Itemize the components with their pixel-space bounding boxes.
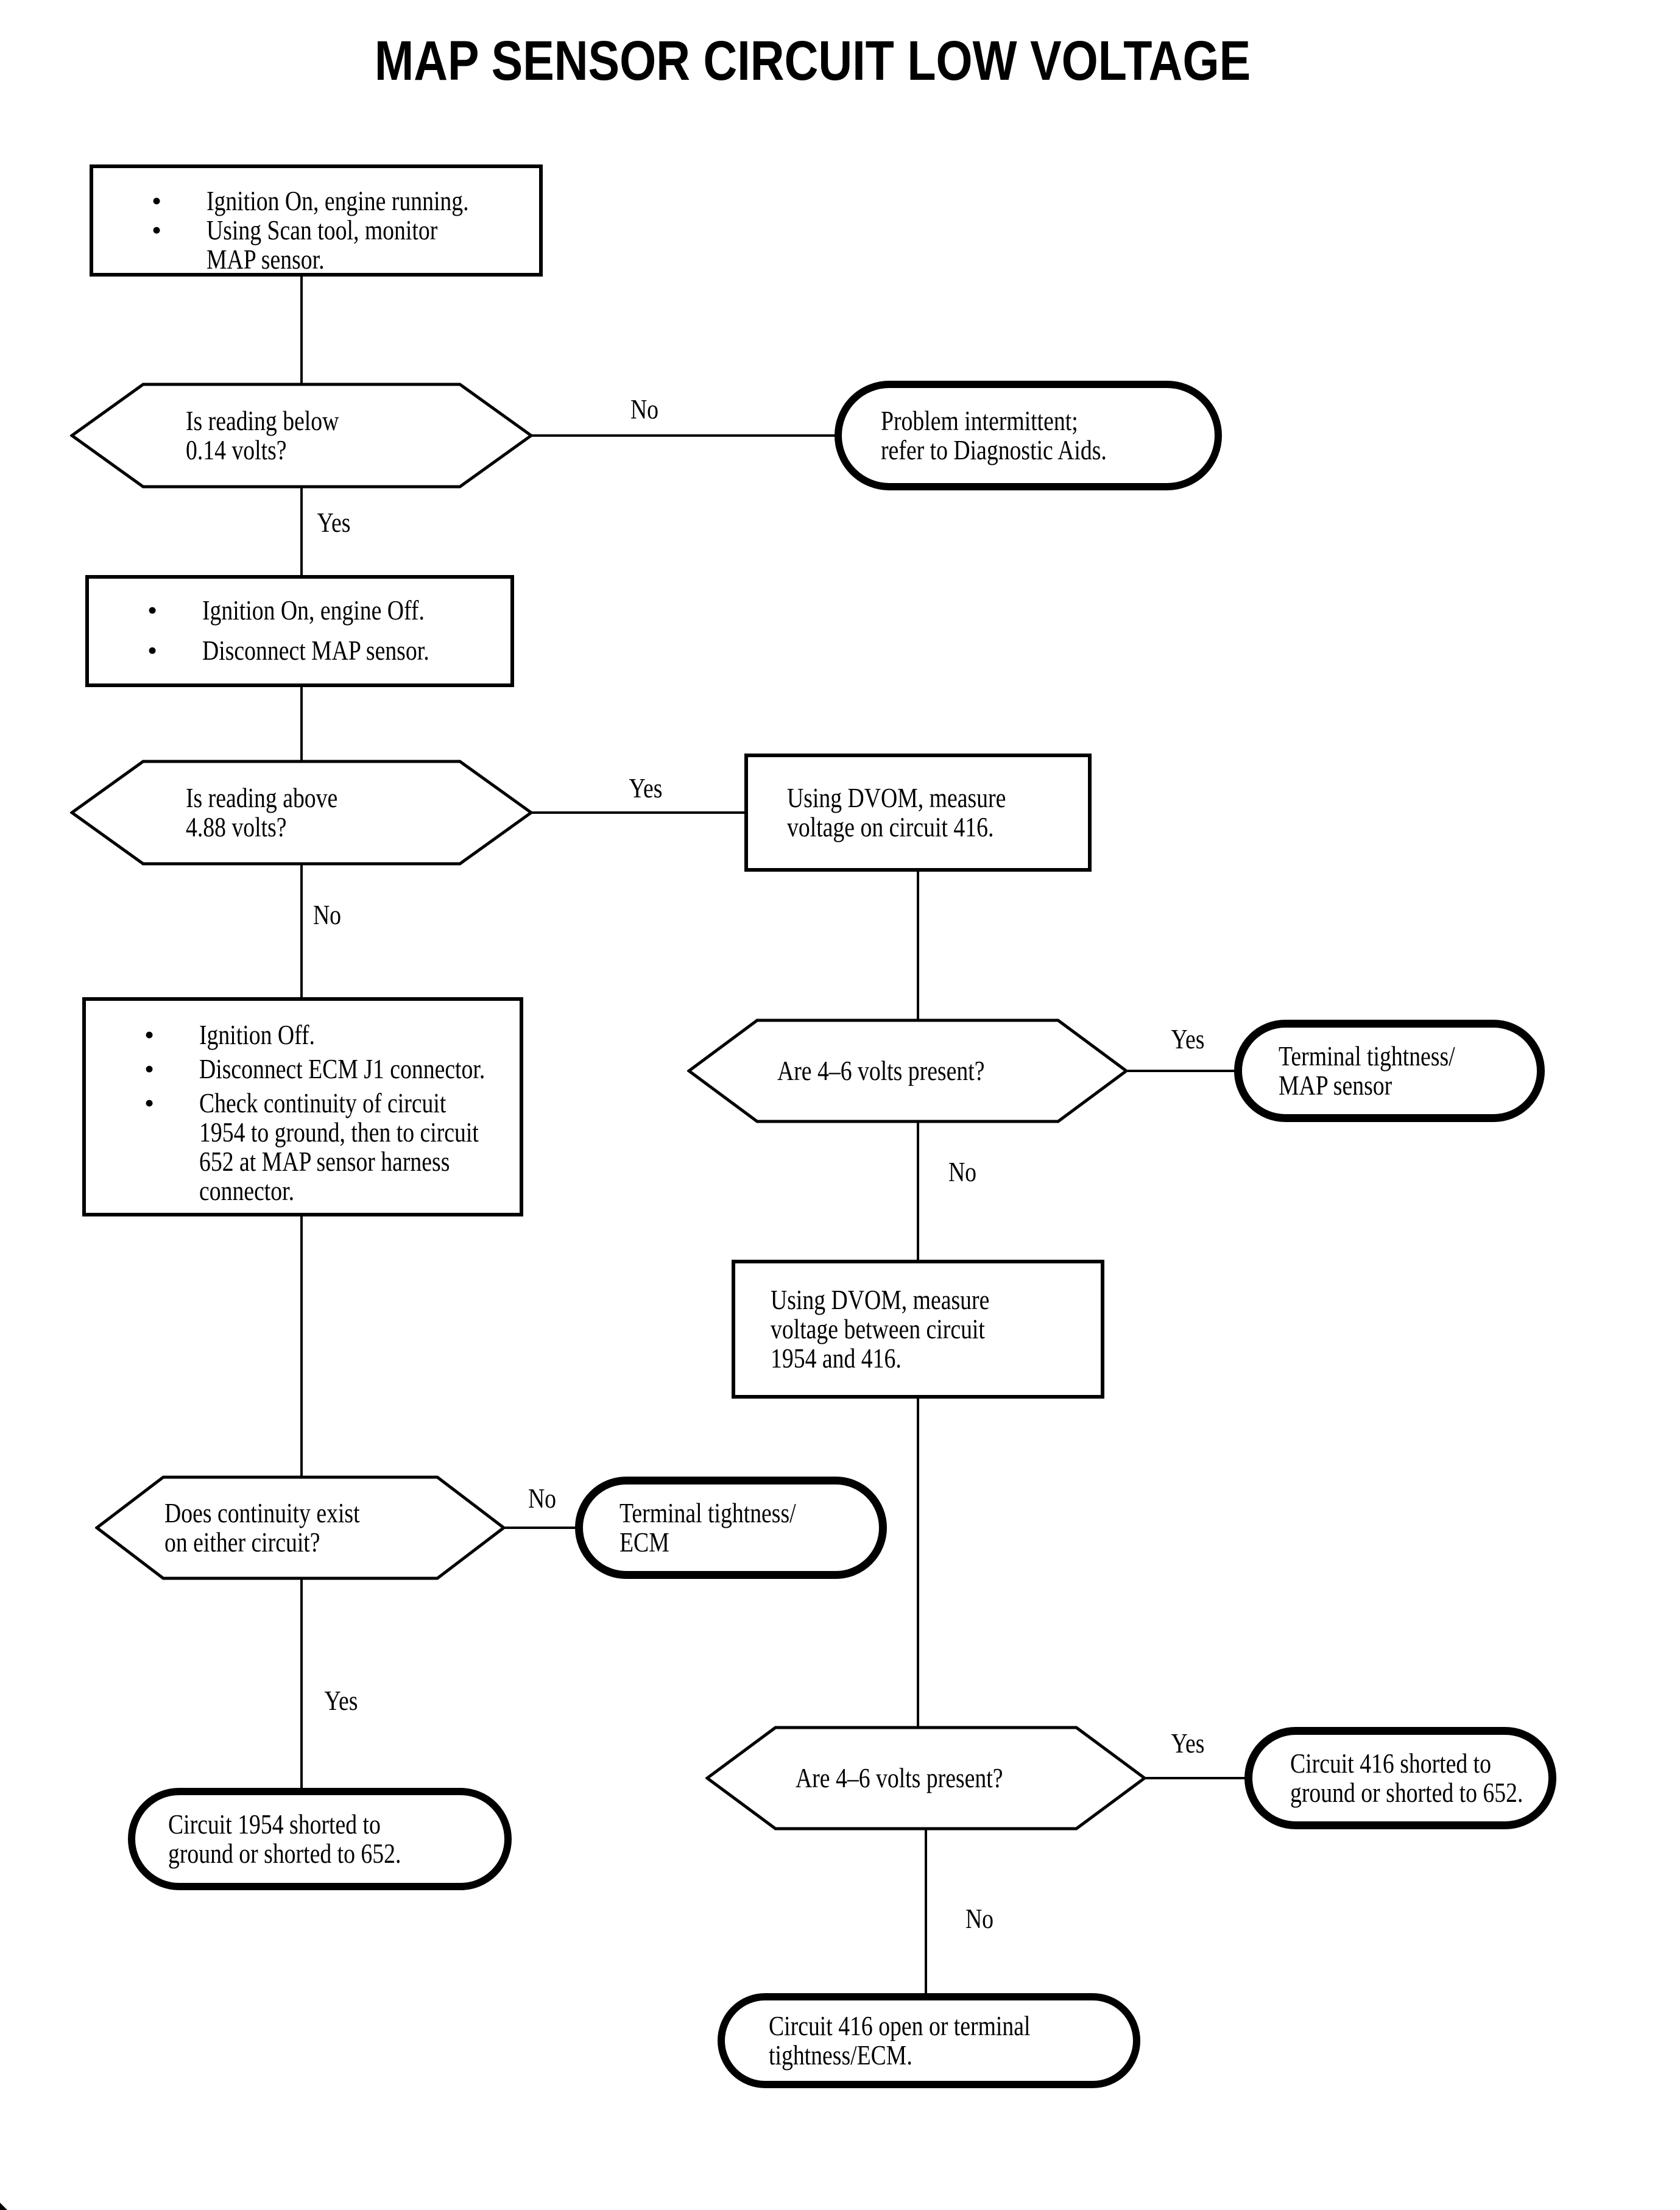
- hexagon-shape: [70, 383, 533, 489]
- text-line: Using Scan tool, monitor: [206, 214, 438, 245]
- hexagon-shape: [705, 1726, 1146, 1830]
- text-line: on either circuit?: [164, 1527, 320, 1558]
- text-line: Terminal tightness/: [619, 1497, 796, 1528]
- step-monitor-map-sensor: • Ignition On, engine running. • Using S…: [90, 164, 543, 277]
- edge-label-yes: Yes: [1171, 1728, 1205, 1759]
- text-line: MAP sensor: [1279, 1070, 1392, 1101]
- text-line: connector.: [199, 1175, 295, 1206]
- text-line: voltage between circuit: [771, 1313, 985, 1344]
- list-item: • Using Scan tool, monitor MAP sensor.: [152, 216, 533, 274]
- decision-reading-below-014: Is reading below 0.14 volts?: [70, 383, 533, 489]
- list-item: • Ignition On, engine running.: [152, 186, 533, 216]
- bullet-icon: •: [147, 595, 158, 626]
- bullet-icon: •: [144, 1019, 155, 1050]
- edge-label-no: No: [528, 1483, 557, 1514]
- edge-label-no: No: [948, 1156, 977, 1187]
- list-item: • Ignition Off.: [144, 1020, 514, 1050]
- text-line: voltage on circuit 416.: [787, 811, 994, 842]
- text-line: Is reading above: [186, 782, 338, 813]
- text-line: Terminal tightness/: [1279, 1040, 1455, 1071]
- text-line: Circuit 416 open or terminal: [769, 2010, 1031, 2041]
- text-line: MAP sensor.: [206, 244, 325, 275]
- text-line: Circuit 1954 shorted to: [168, 1809, 381, 1840]
- text-line: Disconnect ECM J1 connector.: [199, 1053, 485, 1084]
- text-line: ECM: [619, 1527, 669, 1558]
- text-line: Is reading below: [186, 405, 339, 436]
- step-measure-circuit-416: Using DVOM, measure voltage on circuit 4…: [744, 754, 1092, 872]
- text-line: 0.14 volts?: [186, 434, 287, 465]
- text-line: Using DVOM, measure: [787, 782, 1006, 813]
- edge-label-yes: Yes: [324, 1685, 358, 1716]
- edge-label-no: No: [312, 899, 342, 930]
- text-line: Are 4–6 volts present?: [796, 1762, 1003, 1793]
- text-line: 1954 to ground, then to circuit: [199, 1117, 479, 1148]
- page-title: MAP SENSOR CIRCUIT LOW VOLTAGE: [374, 30, 1251, 92]
- hexagon-shape: [687, 1019, 1128, 1123]
- terminal-circuit-416-shorted: Circuit 416 shorted to ground or shorted…: [1244, 1727, 1556, 1829]
- text-line: Does continuity exist: [164, 1497, 360, 1528]
- text-line: tightness/ECM.: [769, 2039, 912, 2071]
- text-line: Ignition Off.: [199, 1019, 315, 1050]
- text-line: refer to Diagnostic Aids.: [881, 434, 1107, 465]
- list-item: • Disconnect MAP sensor.: [147, 636, 504, 665]
- terminal-tightness-ecm: Terminal tightness/ ECM: [575, 1477, 887, 1579]
- terminal-problem-intermittent: Problem intermittent; refer to Diagnosti…: [835, 381, 1222, 490]
- bullet-icon: •: [152, 214, 162, 245]
- decision-reading-above-488: Is reading above 4.88 volts?: [70, 760, 533, 866]
- list-item: • Disconnect ECM J1 connector.: [144, 1054, 514, 1084]
- text-line: Ignition On, engine Off.: [202, 595, 425, 626]
- terminal-circuit-416-open: Circuit 416 open or terminal tightness/E…: [718, 1993, 1140, 2088]
- bullet-list: • Ignition On, engine Off. • Disconnect …: [89, 579, 510, 665]
- text-line: Problem intermittent;: [881, 405, 1078, 436]
- edge-label-yes: Yes: [1171, 1023, 1205, 1054]
- terminal-tightness-map-sensor: Terminal tightness/ MAP sensor: [1234, 1020, 1545, 1122]
- step-measure-between-1954-416: Using DVOM, measure voltage between circ…: [732, 1260, 1104, 1399]
- hexagon-shape: [70, 760, 533, 866]
- bullet-list: • Ignition On, engine running. • Using S…: [93, 168, 539, 274]
- text-line: ground or shorted to 652.: [168, 1838, 401, 1869]
- text-line: Are 4–6 volts present?: [777, 1055, 985, 1086]
- text-line: Check continuity of circuit: [199, 1087, 446, 1118]
- text-line: 4.88 volts?: [186, 811, 287, 842]
- text-line: Disconnect MAP sensor.: [202, 635, 429, 666]
- text-line: 1954 and 416.: [771, 1343, 902, 1374]
- text-line: Ignition On, engine running.: [206, 185, 469, 216]
- edge-label-no: No: [965, 1903, 994, 1934]
- bullet-icon: •: [144, 1053, 155, 1084]
- text-line: Using DVOM, measure: [771, 1284, 990, 1315]
- text-line: Circuit 416 shorted to: [1290, 1748, 1492, 1779]
- step-check-continuity: • Ignition Off. • Disconnect ECM J1 conn…: [82, 997, 523, 1216]
- list-item: • Check continuity of circuit 1954 to gr…: [144, 1089, 514, 1206]
- decision-continuity-exists: Does continuity exist on either circuit?: [95, 1475, 506, 1580]
- text-line: ground or shorted to 652.: [1290, 1777, 1523, 1808]
- edge-label-yes: Yes: [629, 772, 663, 803]
- decision-volts-present-2: Are 4–6 volts present?: [705, 1726, 1146, 1830]
- hexagon-shape: [95, 1475, 506, 1580]
- bullet-icon: •: [147, 635, 158, 666]
- edge-label-no: No: [630, 394, 659, 425]
- edge-label-yes: Yes: [317, 507, 351, 538]
- bullet-icon: •: [152, 185, 162, 216]
- bullet-icon: •: [144, 1087, 155, 1118]
- bullet-list: • Ignition Off. • Disconnect ECM J1 conn…: [86, 1001, 520, 1206]
- terminal-circuit-1954-shorted: Circuit 1954 shorted to ground or shorte…: [128, 1788, 512, 1890]
- list-item: • Ignition On, engine Off.: [147, 596, 504, 625]
- decision-volts-present-1: Are 4–6 volts present?: [687, 1019, 1128, 1123]
- step-disconnect-map-sensor: • Ignition On, engine Off. • Disconnect …: [85, 575, 514, 687]
- text-line: 652 at MAP sensor harness: [199, 1146, 450, 1177]
